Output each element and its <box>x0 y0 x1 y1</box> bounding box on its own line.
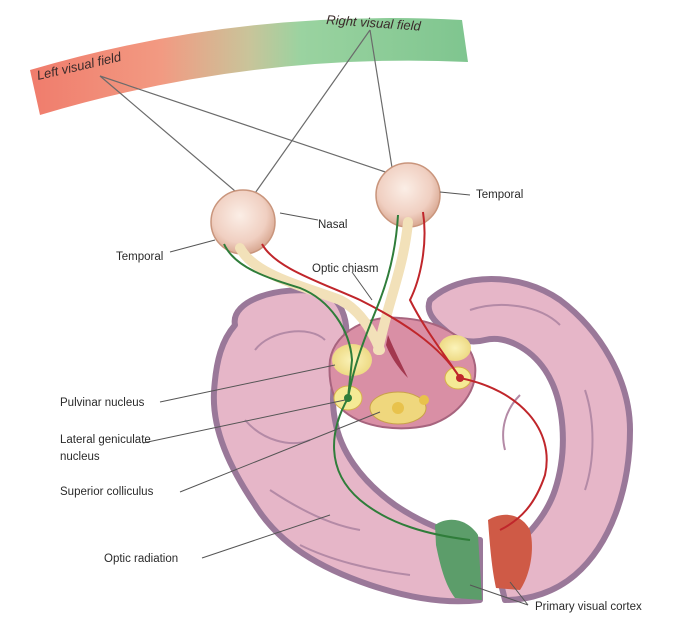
temporal-right-label: Temporal <box>476 189 523 201</box>
pulvinar-nucleus-label: Pulvinar nucleus <box>60 397 145 409</box>
temporal-left-label: Temporal <box>116 251 163 263</box>
optic-radiation-label: Optic radiation <box>104 553 178 565</box>
optic-chiasm-label: Optic chiasm <box>312 263 378 275</box>
nasal-label: Nasal <box>318 219 347 231</box>
left-lgn-relay-dot <box>344 394 352 402</box>
superior-colliculus-label: Superior colliculus <box>60 486 154 498</box>
right-lgn-relay-dot <box>456 374 464 382</box>
primary-visual-cortex-label: Primary visual cortex <box>535 601 642 613</box>
lgn-label-line2: nucleus <box>60 451 100 463</box>
lgn-label-line1: Lateral geniculate <box>60 434 151 446</box>
visual-cortex-regions <box>435 515 532 600</box>
